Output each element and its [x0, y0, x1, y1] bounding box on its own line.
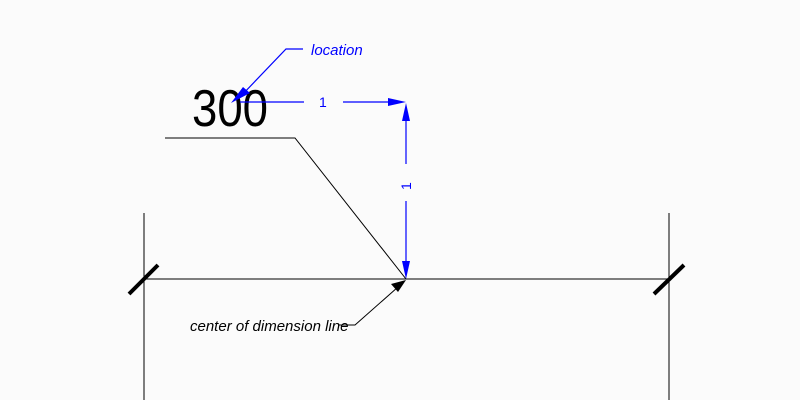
tick-mark-right: [652, 263, 686, 296]
text-leader-line: [165, 137, 407, 280]
dimension-text: 300: [192, 80, 268, 138]
x-offset-arrowhead: [388, 98, 406, 106]
y-offset-arrowhead-bottom: [402, 261, 410, 279]
center-label: center of dimension line: [190, 318, 348, 335]
tick-mark-left: [127, 263, 160, 296]
x-offset-label: 1: [319, 94, 327, 110]
y-offset-arrowhead-top: [402, 103, 410, 121]
location-leader-line: [239, 48, 303, 98]
y-offset-label: 1: [398, 182, 414, 190]
center-arrowhead: [391, 280, 406, 292]
location-arrowhead: [231, 87, 250, 103]
center-leader-line: [339, 286, 399, 326]
location-label: location: [311, 42, 363, 59]
